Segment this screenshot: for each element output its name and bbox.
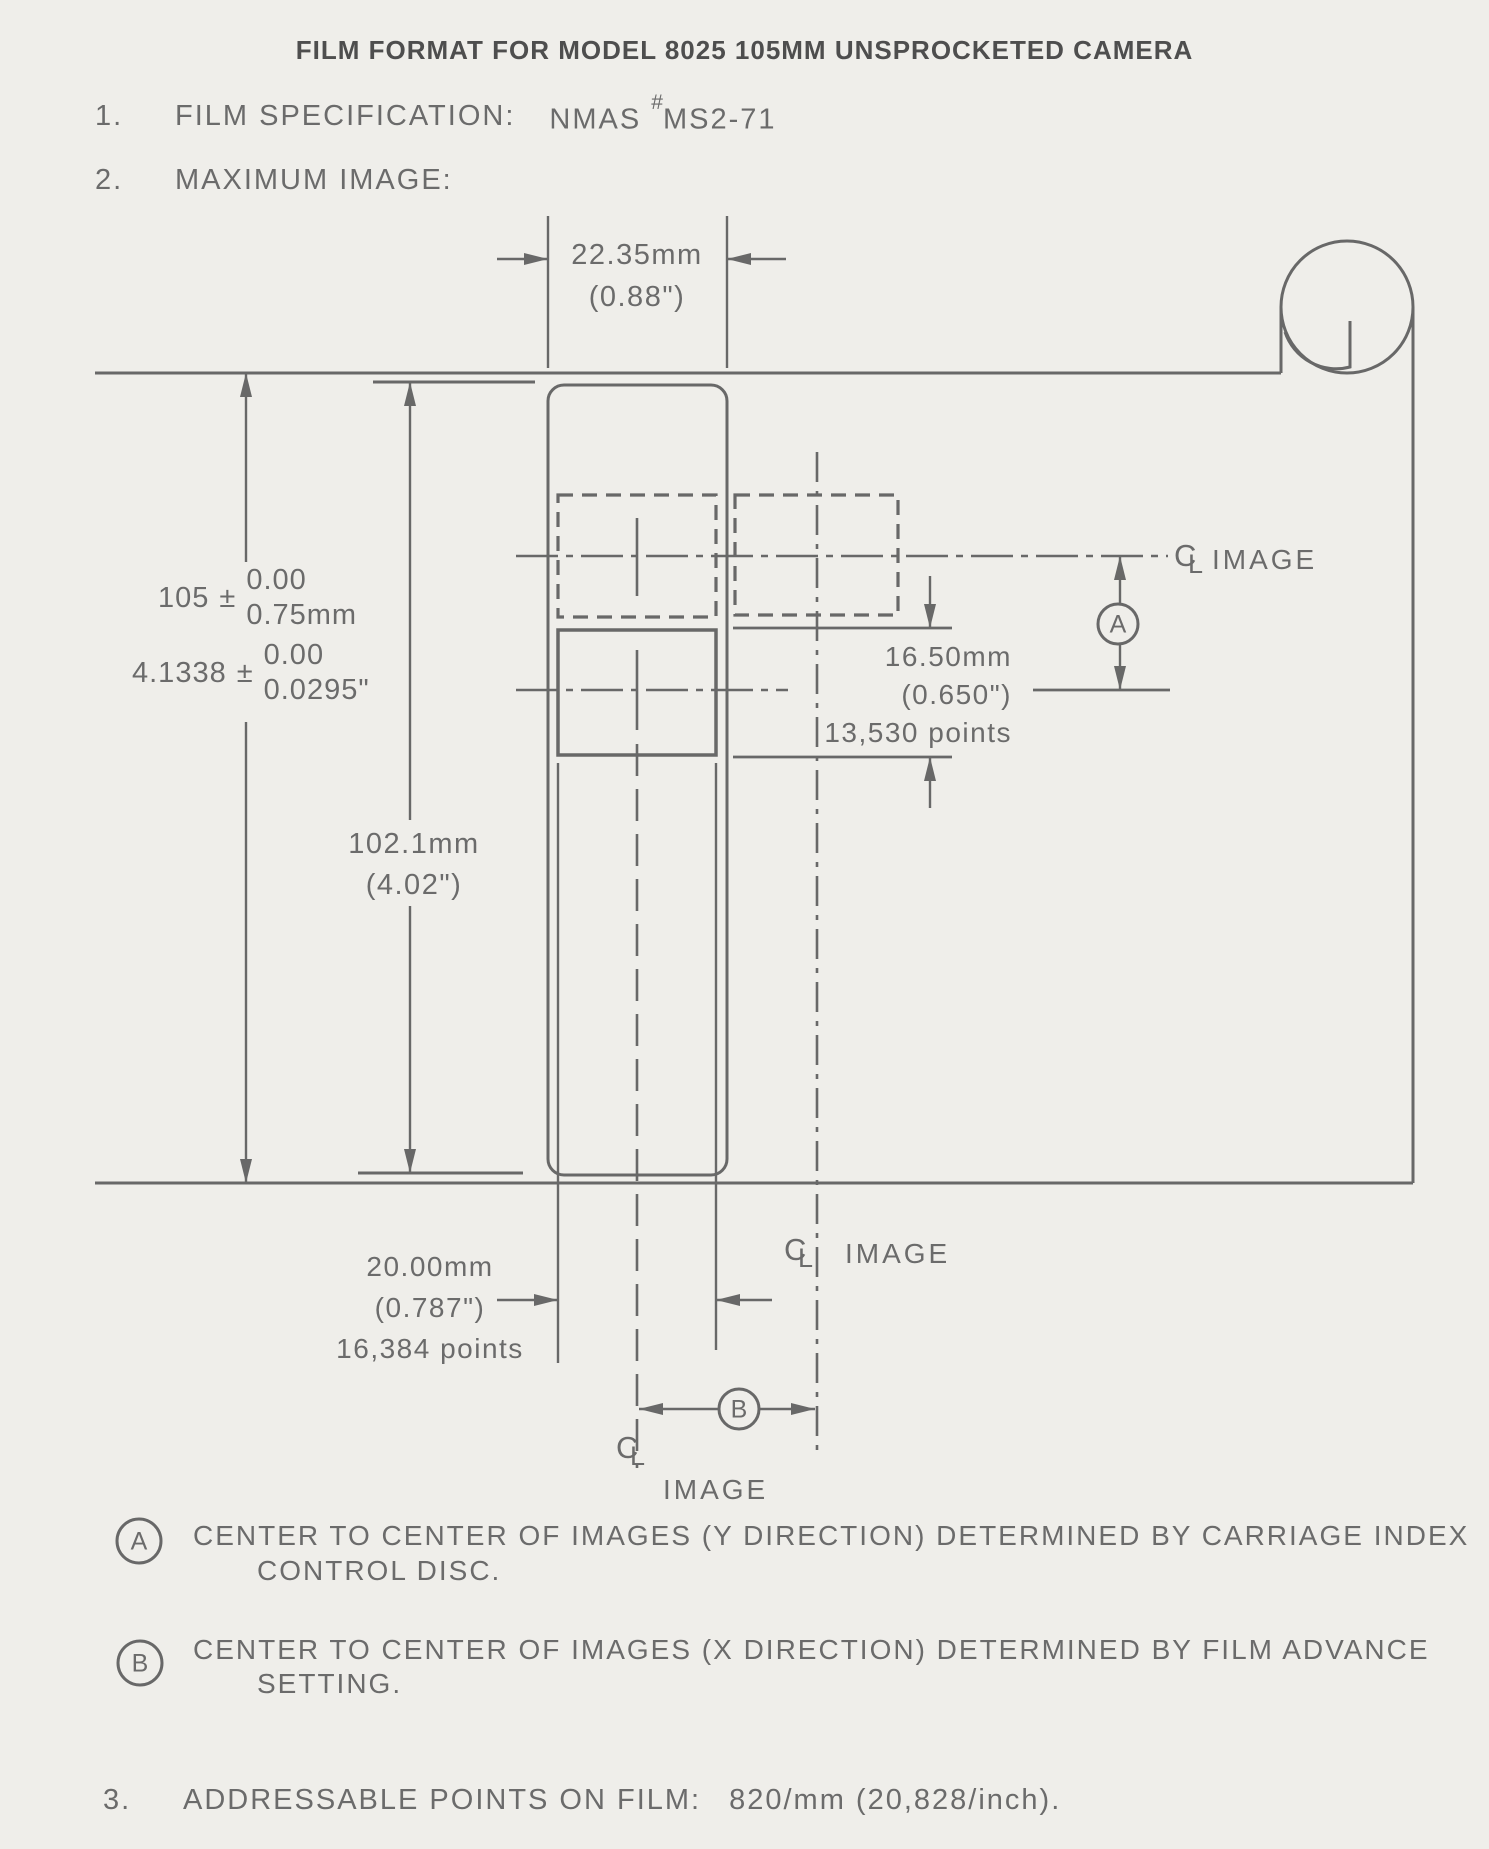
dim-image-width: 20.00mm (0.787") 16,384 points — [320, 1246, 540, 1369]
callout-a-letter: A — [1109, 610, 1127, 639]
arrow-down-icon — [404, 1149, 416, 1173]
item-2-number: 2. — [95, 164, 124, 196]
item-3-value: 820/mm (20,828/inch). — [729, 1784, 1062, 1816]
dim-film-width-in: 4.1338 ± 0.00 0.0295" — [132, 638, 370, 708]
callout-circles — [115, 602, 1140, 1687]
dim-top-width-mm: 22.35mm — [571, 239, 703, 271]
film-roll-circle — [1279, 239, 1415, 375]
callout-a-circle — [1096, 602, 1140, 646]
note-b-line1: CENTER TO CENTER OF IMAGES (X DIRECTION)… — [193, 1634, 1430, 1665]
dim-strip-length-inch: (4.02") — [365, 869, 463, 901]
item-3-number: 3. — [103, 1784, 132, 1816]
dim-image-width-inch: (0.787") — [374, 1292, 486, 1323]
centerlines — [516, 452, 1168, 1468]
strip-centerline-label: IMAGE — [663, 1474, 769, 1505]
dim-film-width-mm: 105 ± 0.00 0.75mm — [158, 563, 357, 633]
arrow-right-icon — [534, 1294, 558, 1306]
note-a-letter: A — [130, 1527, 148, 1556]
plus-minus-symbol: ± — [219, 581, 237, 614]
arrow-left-icon — [727, 253, 751, 265]
dim-strip-length: 102.1mm (4.02") — [314, 824, 514, 906]
arrow-up-icon — [404, 382, 416, 406]
item-1: 1. FILM SPECIFICATION: NMAS #MS2-71 — [95, 91, 777, 137]
arrowheads — [240, 253, 1126, 1415]
arrow-down-icon — [1114, 666, 1126, 690]
dim-image-height-inch: (0.650") — [901, 679, 1012, 710]
note-a-circle — [115, 1517, 163, 1565]
dim-film-width-mm-value: 105 — [158, 581, 210, 614]
dim-image-height: 16.50mm (0.650") 13,530 points — [790, 638, 1012, 752]
dim-image-height-points: 13,530 points — [824, 717, 1012, 748]
dim-top-width: 22.35mm (0.88") — [537, 234, 737, 318]
dim-film-width-mm-tolerance: 0.00 0.75mm — [246, 564, 358, 631]
arrow-up-icon — [240, 373, 252, 397]
arrow-up-icon — [924, 757, 936, 781]
dim-film-width-in-value: 4.1338 — [132, 656, 227, 689]
arrow-up-icon — [1114, 556, 1126, 580]
arrow-right-icon — [524, 253, 548, 265]
page-title: FILM FORMAT FOR MODEL 8025 105MM UNSPROC… — [295, 35, 1194, 65]
film-outline — [95, 239, 1415, 1185]
item-3: 3. ADDRESSABLE POINTS ON FILM: 820/mm (2… — [103, 1784, 1061, 1817]
arrow-down-icon — [924, 604, 936, 628]
dim-strip-length-mm: 102.1mm — [348, 828, 480, 860]
item-1-label: FILM SPECIFICATION: — [175, 100, 516, 132]
dimension-lines — [244, 216, 1170, 1411]
plus-minus-symbol: ± — [236, 656, 254, 689]
second-frame-centerline-label: IMAGE — [845, 1238, 951, 1269]
item-2: 2. MAXIMUM IMAGE: — [95, 164, 453, 197]
arrow-left-icon — [639, 1403, 663, 1415]
dim-image-width-mm: 20.00mm — [366, 1251, 494, 1282]
hash-symbol: # — [651, 91, 663, 114]
upper-image-centerline-label: IMAGE — [1212, 544, 1318, 575]
arrow-right-icon — [791, 1403, 815, 1415]
callout-b-circle — [717, 1387, 761, 1431]
item-1-value: NMAS #MS2-71 — [549, 91, 777, 136]
dim-image-width-points: 16,384 points — [336, 1333, 524, 1364]
film-roll-spiral — [1283, 321, 1352, 371]
frame-column-strip — [546, 383, 729, 1177]
arrow-left-icon — [716, 1294, 740, 1306]
item-2-label: MAXIMUM IMAGE: — [175, 164, 453, 196]
note-b-letter: B — [131, 1649, 149, 1678]
item-3-label: ADDRESSABLE POINTS ON FILM: — [183, 1784, 702, 1816]
callout-b-letter: B — [730, 1395, 748, 1424]
dim-image-height-mm: 16.50mm — [884, 641, 1012, 672]
note-b-circle — [116, 1639, 164, 1687]
note-a-line1: CENTER TO CENTER OF IMAGES (Y DIRECTION)… — [193, 1520, 1470, 1551]
dim-top-width-inch: (0.88") — [588, 281, 686, 313]
note-a-line2: CONTROL DISC. — [257, 1555, 502, 1586]
dim-film-width-in-tolerance: 0.00 0.0295" — [263, 639, 370, 706]
item-1-number: 1. — [95, 100, 124, 132]
note-b-line2: SETTING. — [257, 1668, 403, 1699]
arrow-down-icon — [240, 1159, 252, 1183]
